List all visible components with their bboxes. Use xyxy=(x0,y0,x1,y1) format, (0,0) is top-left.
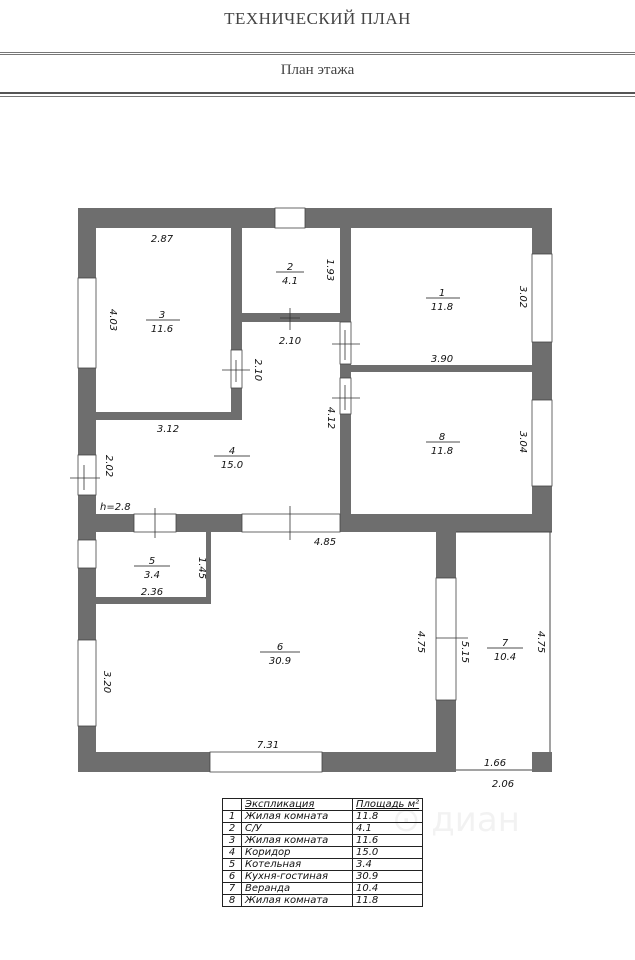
dim-label: 2.87 xyxy=(151,234,174,245)
room-no: 4 xyxy=(222,846,242,859)
room-area: 10.4 xyxy=(494,652,516,663)
room-area: 11.6 xyxy=(351,834,424,847)
room-area: 3.4 xyxy=(351,858,424,871)
dim-label: 7.31 xyxy=(257,740,279,751)
dim-label: 3.20 xyxy=(101,671,112,693)
explication-table: Экспликация Площадь м² 1 Жилая комната 1… xyxy=(222,798,424,907)
room-label: 5 3.4 xyxy=(134,556,170,581)
dim-label: 2.10 xyxy=(252,359,263,381)
room-no: 5 xyxy=(222,858,242,871)
dim-label: 2.02 xyxy=(103,455,114,477)
subtitle-divider xyxy=(0,96,635,97)
room-label: 7 10.4 xyxy=(487,638,523,663)
room-area: 11.8 xyxy=(351,894,424,907)
room-name: Кухня-гостиная xyxy=(241,870,353,883)
veranda-frame xyxy=(456,531,552,771)
dim-label: 2.06 xyxy=(492,779,514,790)
dim-label: 1.45 xyxy=(196,557,207,579)
room-area: 11.8 xyxy=(351,810,424,823)
room-no: 7 xyxy=(222,882,242,895)
room-name: Жилая комната xyxy=(241,834,353,847)
table-row: 4 Коридор 15.0 xyxy=(222,846,424,859)
room-number: 6 xyxy=(277,642,283,653)
room-area: 30.9 xyxy=(269,656,291,667)
room-no: 3 xyxy=(222,834,242,847)
dim-label: 4.12 xyxy=(325,407,336,429)
room-number: 8 xyxy=(439,432,445,443)
plan-subtitle: План этажа xyxy=(280,62,355,78)
table-row: 3 Жилая комната 11.6 xyxy=(222,834,424,847)
subtitle-divider xyxy=(0,92,635,94)
room-area: 3.4 xyxy=(144,570,160,581)
room-labels: 1 11.8 2 4.1 3 11.6 4 15.0 5 3.4 6 30.9 xyxy=(134,262,523,667)
page-title: ТЕХНИЧЕСКИЙ ПЛАН xyxy=(224,9,411,28)
table-header-row: Экспликация Площадь м² xyxy=(222,798,424,811)
room-name: Жилая комната xyxy=(241,894,353,907)
room-number: 1 xyxy=(439,288,445,299)
room-name: Веранда xyxy=(241,882,353,895)
room-name: Жилая комната xyxy=(241,810,353,823)
room-area: 11.8 xyxy=(431,302,453,313)
room-number: 5 xyxy=(149,556,155,567)
room-name: Коридор xyxy=(241,846,353,859)
table-row: 6 Кухня-гостиная 30.9 xyxy=(222,870,424,883)
room-no: 2 xyxy=(222,822,242,835)
room-label: 4 15.0 xyxy=(214,446,250,471)
dim-label: 3.90 xyxy=(431,354,453,365)
room-number: 4 xyxy=(229,446,235,457)
dim-label: 2.10 xyxy=(279,336,301,347)
dim-label: 4.85 xyxy=(314,537,336,548)
room-area: 10.4 xyxy=(351,882,424,895)
header-cell: Экспликация xyxy=(241,798,353,811)
header-divider xyxy=(0,54,635,55)
room-no: 1 xyxy=(222,810,242,823)
room-number: 7 xyxy=(502,638,509,649)
room-area: 4.1 xyxy=(282,276,298,287)
dim-label: 1.93 xyxy=(324,259,335,281)
room-number: 2 xyxy=(287,262,293,273)
table-row: 7 Веранда 10.4 xyxy=(222,882,424,895)
room-name: Котельная xyxy=(241,858,353,871)
table-row: 5 Котельная 3.4 xyxy=(222,858,424,871)
room-label: 2 4.1 xyxy=(276,262,304,287)
walls xyxy=(78,208,552,772)
dim-label: 4.75 xyxy=(535,631,546,653)
room-area: 11.8 xyxy=(431,446,453,457)
table-row: 1 Жилая комната 11.8 xyxy=(222,810,424,823)
dim-label: 3.04 xyxy=(517,431,528,453)
dim-label: 5.15 xyxy=(459,641,470,663)
header-cell xyxy=(222,798,242,811)
opening-marks xyxy=(70,308,468,639)
dim-label: 4.03 xyxy=(107,309,118,331)
dim-label: h=2.8 xyxy=(100,502,131,513)
room-no: 8 xyxy=(222,894,242,907)
room-area: 11.6 xyxy=(151,324,173,335)
dim-label: 2.36 xyxy=(141,587,163,598)
room-name: С/У xyxy=(241,822,353,835)
room-number: 3 xyxy=(159,310,165,321)
room-area: 4.1 xyxy=(351,822,424,835)
table-row: 8 Жилая комната 11.8 xyxy=(222,894,424,907)
room-label: 6 30.9 xyxy=(260,642,300,667)
header-cell: Площадь м² xyxy=(351,798,424,811)
windows xyxy=(77,207,553,773)
room-label: 1 11.8 xyxy=(426,288,460,313)
dim-label: 4.75 xyxy=(415,631,426,653)
room-label: 8 11.8 xyxy=(426,432,460,457)
dimension-labels: 2.87 4.03 1.93 3.02 2.10 2.10 3.90 3.12 … xyxy=(100,234,546,790)
dim-label: 3.02 xyxy=(517,286,528,308)
dim-label: 3.12 xyxy=(157,424,179,435)
dim-label: 1.66 xyxy=(484,758,506,769)
header-divider xyxy=(0,52,635,53)
room-area: 15.0 xyxy=(221,460,243,471)
room-no: 6 xyxy=(222,870,242,883)
room-area: 15.0 xyxy=(351,846,424,859)
room-area: 30.9 xyxy=(351,870,424,883)
room-label: 3 11.6 xyxy=(146,310,180,335)
table-row: 2 С/У 4.1 xyxy=(222,822,424,835)
